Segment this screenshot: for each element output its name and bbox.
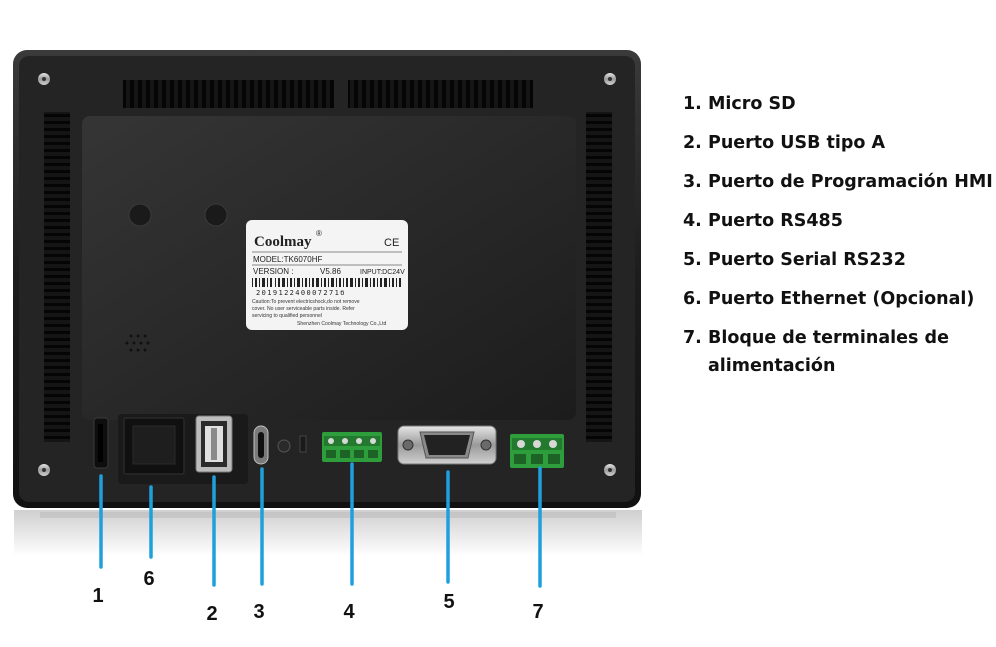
legend-item: 4.Puerto RS485 [683, 211, 843, 231]
legend-item: 7.Bloque de terminales de alimentación [683, 328, 949, 376]
label-caution-3: servicing to qualified personnel [252, 313, 322, 319]
programming-port [253, 425, 269, 465]
speaker-grille [125, 334, 150, 352]
label-version: VERSION : [253, 267, 293, 276]
rs485-terminal [322, 432, 382, 462]
vent-left [44, 112, 70, 442]
label-caution-2: cover. No user serviceable parts inside.… [252, 306, 355, 312]
ethernet-port [123, 417, 185, 475]
label-serial: 201912240007271б [256, 289, 346, 297]
callout-number-5: 5 [443, 591, 455, 613]
label-input: INPUT:DC24V [360, 269, 405, 276]
label-manufacturer: Shenzhen Coolmay Technology Co.,Ltd [297, 321, 387, 327]
callout-number-3: 3 [253, 601, 265, 623]
port-legend: 1.Micro SD 2.Puerto USB tipo A 3.Puerto … [683, 90, 993, 391]
callout-lines [99, 462, 542, 588]
legend-item: 3.Puerto de Programación HMI [683, 172, 993, 192]
product-label: Coolmay ® CE MODEL:TK6070HF VERSION : V5… [246, 220, 408, 330]
vent-right [586, 112, 612, 442]
vent-top-right [348, 80, 533, 108]
svg-text:®: ® [316, 229, 322, 238]
reset-button [277, 439, 291, 453]
barcode [252, 278, 401, 287]
label-version-value: V5.86 [320, 267, 341, 276]
label-caution-1: Caution:To prevent electricshock,do not … [252, 299, 360, 305]
legend-item: 5.Puerto Serial RS232 [683, 250, 906, 270]
screw-icon [38, 73, 616, 476]
vent-top-left [123, 80, 334, 108]
legend-item: 6.Puerto Ethernet (Opcional) [683, 289, 975, 309]
micro-sd-slot [93, 417, 109, 469]
callout-number-4: 4 [343, 601, 355, 623]
callout-number-1: 1 [92, 585, 104, 607]
power-terminal-block [510, 434, 564, 468]
callout-number-2: 2 [206, 603, 218, 625]
callout-number-6: 6 [143, 568, 155, 590]
ce-mark: CE [384, 237, 399, 249]
legend-item: 2.Puerto USB tipo A [683, 133, 886, 153]
reflection [14, 510, 642, 556]
usb-a-port [195, 415, 233, 473]
callout-number-7: 7 [532, 601, 544, 623]
label-model: MODEL:TK6070HF [253, 255, 322, 264]
brand-logo: Coolmay [254, 234, 312, 250]
db9-serial-port [397, 425, 497, 465]
legend-item: 1.Micro SD [683, 94, 796, 114]
